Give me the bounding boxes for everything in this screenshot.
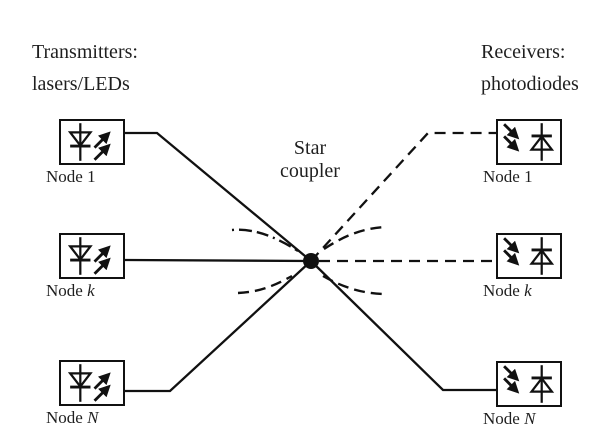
led-emitter-icon xyxy=(61,362,123,404)
led-emitter-icon xyxy=(61,235,123,277)
receiver-node-k: Node k xyxy=(483,233,562,300)
receiver-node-N-box xyxy=(496,361,562,407)
node-label-id: N xyxy=(87,408,99,427)
receivers-heading-line2: photodiodes xyxy=(481,73,579,95)
receiver-node-N: Node N xyxy=(483,361,562,428)
star-coupler-dot xyxy=(303,253,319,269)
node-label-prefix: Node xyxy=(483,281,525,300)
transmitter-node-1-label: Node 1 xyxy=(46,167,96,187)
receivers-heading: Receivers: photodiodes xyxy=(481,36,579,100)
star-coupler-label-line2: coupler xyxy=(280,160,340,182)
transmitter-node-N-label: Node N xyxy=(46,408,98,428)
receiver-node-1-box xyxy=(496,119,562,165)
receiver-node-N-label: Node N xyxy=(483,409,535,429)
fiber-stub-left-lower xyxy=(237,274,293,295)
photodiode-icon xyxy=(498,235,560,277)
node-label-prefix: Node xyxy=(483,167,525,186)
transmitter-node-1: Node 1 xyxy=(46,119,125,186)
star-coupler-label-line1: Star xyxy=(293,137,327,159)
transmitter-node-N: Node N xyxy=(46,360,125,427)
receiver-node-1-label: Node 1 xyxy=(483,167,533,187)
fiber-stub-right-upper xyxy=(323,225,388,251)
fiber-tx-nodeN xyxy=(125,260,312,393)
transmitters-heading-line2: lasers/LEDs xyxy=(32,73,130,95)
photodiode-icon xyxy=(498,363,560,405)
fiber-tx-node1 xyxy=(125,131,312,262)
node-label-id: 1 xyxy=(524,167,533,186)
fiber-stub-left-upper xyxy=(231,228,299,253)
fiber-stub-right-lower xyxy=(322,274,388,296)
node-label-prefix: Node xyxy=(46,167,88,186)
receiver-node-k-label: Node k xyxy=(483,281,532,301)
transmitter-node-k-box xyxy=(59,233,125,279)
receiver-node-k-box xyxy=(496,233,562,279)
transmitter-node-k-label: Node k xyxy=(46,281,95,301)
node-label-id: N xyxy=(524,409,536,428)
transmitter-node-1-box xyxy=(59,119,125,165)
fiber-rx-node1 xyxy=(310,131,496,262)
node-label-prefix: Node xyxy=(46,408,88,427)
transmitter-node-N-box xyxy=(59,360,125,406)
node-label-prefix: Node xyxy=(46,281,88,300)
receivers-heading-line1: Receivers: xyxy=(481,41,566,63)
fiber-tx-nodek xyxy=(124,258,312,263)
transmitters-heading-line1: Transmitters: xyxy=(32,41,138,63)
node-label-id: 1 xyxy=(87,167,96,186)
led-emitter-icon xyxy=(61,121,123,163)
transmitter-node-k: Node k xyxy=(46,233,125,300)
node-label-id: k xyxy=(524,281,532,300)
node-label-prefix: Node xyxy=(483,409,525,428)
receiver-node-1: Node 1 xyxy=(483,119,562,186)
fiber-rx-nodeN xyxy=(310,260,496,392)
photodiode-icon xyxy=(498,121,560,163)
node-label-id: k xyxy=(87,281,95,300)
star-coupler-label: Star coupler xyxy=(258,137,362,183)
transmitters-heading: Transmitters: lasers/LEDs xyxy=(32,36,138,100)
